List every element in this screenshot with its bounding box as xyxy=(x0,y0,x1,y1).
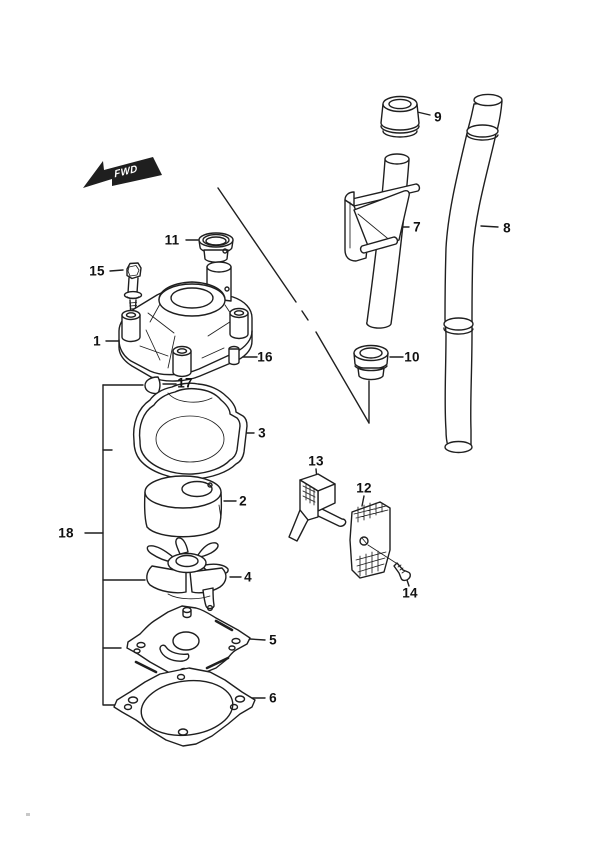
part-10-grommet xyxy=(353,344,389,381)
group-bracket-18 xyxy=(84,384,146,706)
stray-mark xyxy=(26,813,30,816)
part-17-plug xyxy=(144,376,161,395)
part-8-water-pipe xyxy=(443,93,503,454)
callout-5: 5 xyxy=(269,632,277,648)
assembly-alignment-line xyxy=(217,187,370,424)
part-16-dowel-pin xyxy=(228,345,240,366)
part-5-under-panel xyxy=(126,605,251,679)
callout-18: 18 xyxy=(58,525,74,541)
part-6-gasket xyxy=(113,667,256,747)
part-2-liner-cup xyxy=(143,475,223,538)
part-4-impeller xyxy=(146,537,229,612)
callout-15: 15 xyxy=(89,263,105,279)
part-9-cap xyxy=(380,95,420,138)
callout-7: 7 xyxy=(413,219,421,235)
part-12-guide-plate xyxy=(349,501,397,579)
part-3-case-seal xyxy=(132,382,248,480)
callout-1: 1 xyxy=(93,333,101,349)
part-1-pump-case xyxy=(118,261,253,382)
part-15-bolt xyxy=(123,262,143,318)
callout-16: 16 xyxy=(257,349,273,365)
callout-10: 10 xyxy=(404,349,420,365)
callout-2: 2 xyxy=(239,493,247,509)
part-7-pipe-guide xyxy=(344,153,421,329)
part-13-key xyxy=(288,473,347,542)
part-14-screw xyxy=(393,562,411,582)
callout-6: 6 xyxy=(269,690,277,706)
callout-3: 3 xyxy=(258,425,266,441)
part-11-seal-cup xyxy=(198,232,234,263)
callout-8: 8 xyxy=(503,220,511,236)
fwd-arrow xyxy=(83,157,162,188)
callout-13: 13 xyxy=(308,453,324,469)
callout-12: 12 xyxy=(356,480,372,496)
callout-9: 9 xyxy=(434,109,442,125)
callout-17: 17 xyxy=(177,375,193,391)
callout-14: 14 xyxy=(402,585,418,601)
callout-11: 11 xyxy=(164,232,180,248)
callout-4: 4 xyxy=(244,569,252,585)
